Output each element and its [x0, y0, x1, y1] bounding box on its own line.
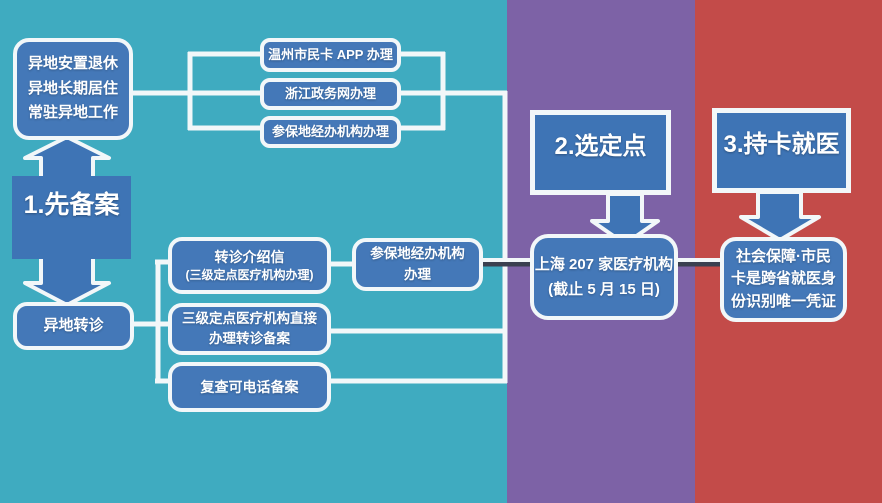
step2-label: 2.选定点 [554, 133, 647, 160]
node-text-line: 三级定点医疗机构直接 [182, 310, 317, 326]
node-insured-agency-top: 参保地经办机构办理 [260, 116, 401, 148]
node-text-line: 异地转诊 [43, 316, 104, 334]
node-tertiary-hospital-direct: 三级定点医疗机构直接 办理转诊备案 [168, 303, 331, 355]
node-text-line: 卡是跨省就医身 [730, 270, 836, 288]
node-text-line: 社会保障·市民 [736, 247, 831, 265]
node-text-line: 浙江政务网办理 [284, 86, 376, 102]
node-text-line: 异地安置退休 [27, 54, 118, 72]
node-text-line: 温州市民卡 APP 办理 [268, 47, 393, 63]
step1-label: 1.先备案 [23, 191, 120, 219]
arrow-down-step1-to-yidi [23, 255, 111, 307]
step3-label: 3.持卡就医 [723, 131, 840, 158]
node-text-line: 参保地经办机构办理 [271, 124, 389, 140]
step1-label-box: 1.先备案 [12, 176, 131, 259]
node-text-line: 上海 207 家医疗机构 [534, 255, 674, 273]
node-text-line: 办理 [404, 266, 431, 282]
arrow-up-step1-to-reasons [23, 135, 111, 180]
node-text-line: 异地长期居住 [27, 79, 118, 97]
step2-label-box: 2.选定点 [530, 110, 671, 195]
node-text-line: 转诊介绍信 [214, 248, 285, 265]
node-insured-agency-mid: 参保地经办机构 办理 [352, 238, 483, 291]
node-remote-residence-reasons: 异地安置退休 异地长期居住 常驻异地工作 [13, 38, 133, 140]
node-text-line: (三级定点医疗机构办理) [185, 267, 314, 282]
step3-label-box: 3.持卡就医 [712, 108, 851, 193]
node-text-line: (截止 5 月 15 日) [548, 281, 660, 298]
node-text-line: 常驻异地工作 [27, 104, 118, 122]
node-zhejiang-gov-website: 浙江政务网办理 [260, 78, 401, 110]
node-social-security-citizen-card: 社会保障·市民 卡是跨省就医身 份识别唯一凭证 [720, 237, 847, 322]
arrow-down-step3-to-card [739, 190, 821, 242]
node-text-line: 复查可电话备案 [200, 378, 299, 395]
node-remote-referral: 异地转诊 [13, 302, 134, 350]
arrow-down-step2-to-shanghai [590, 192, 660, 246]
node-text-line: 参保地经办机构 [370, 246, 465, 262]
node-referral-letter: 转诊介绍信 (三级定点医疗机构办理) [168, 237, 331, 294]
node-text-line: 份识别唯一凭证 [730, 292, 836, 310]
node-wenzhou-citizen-card-app: 温州市民卡 APP 办理 [260, 38, 401, 72]
node-shanghai-hospitals: 上海 207 家医疗机构 (截止 5 月 15 日) [530, 234, 678, 320]
node-text-line: 办理转诊备案 [209, 331, 290, 346]
node-recheck-by-phone: 复查可电话备案 [168, 362, 331, 412]
